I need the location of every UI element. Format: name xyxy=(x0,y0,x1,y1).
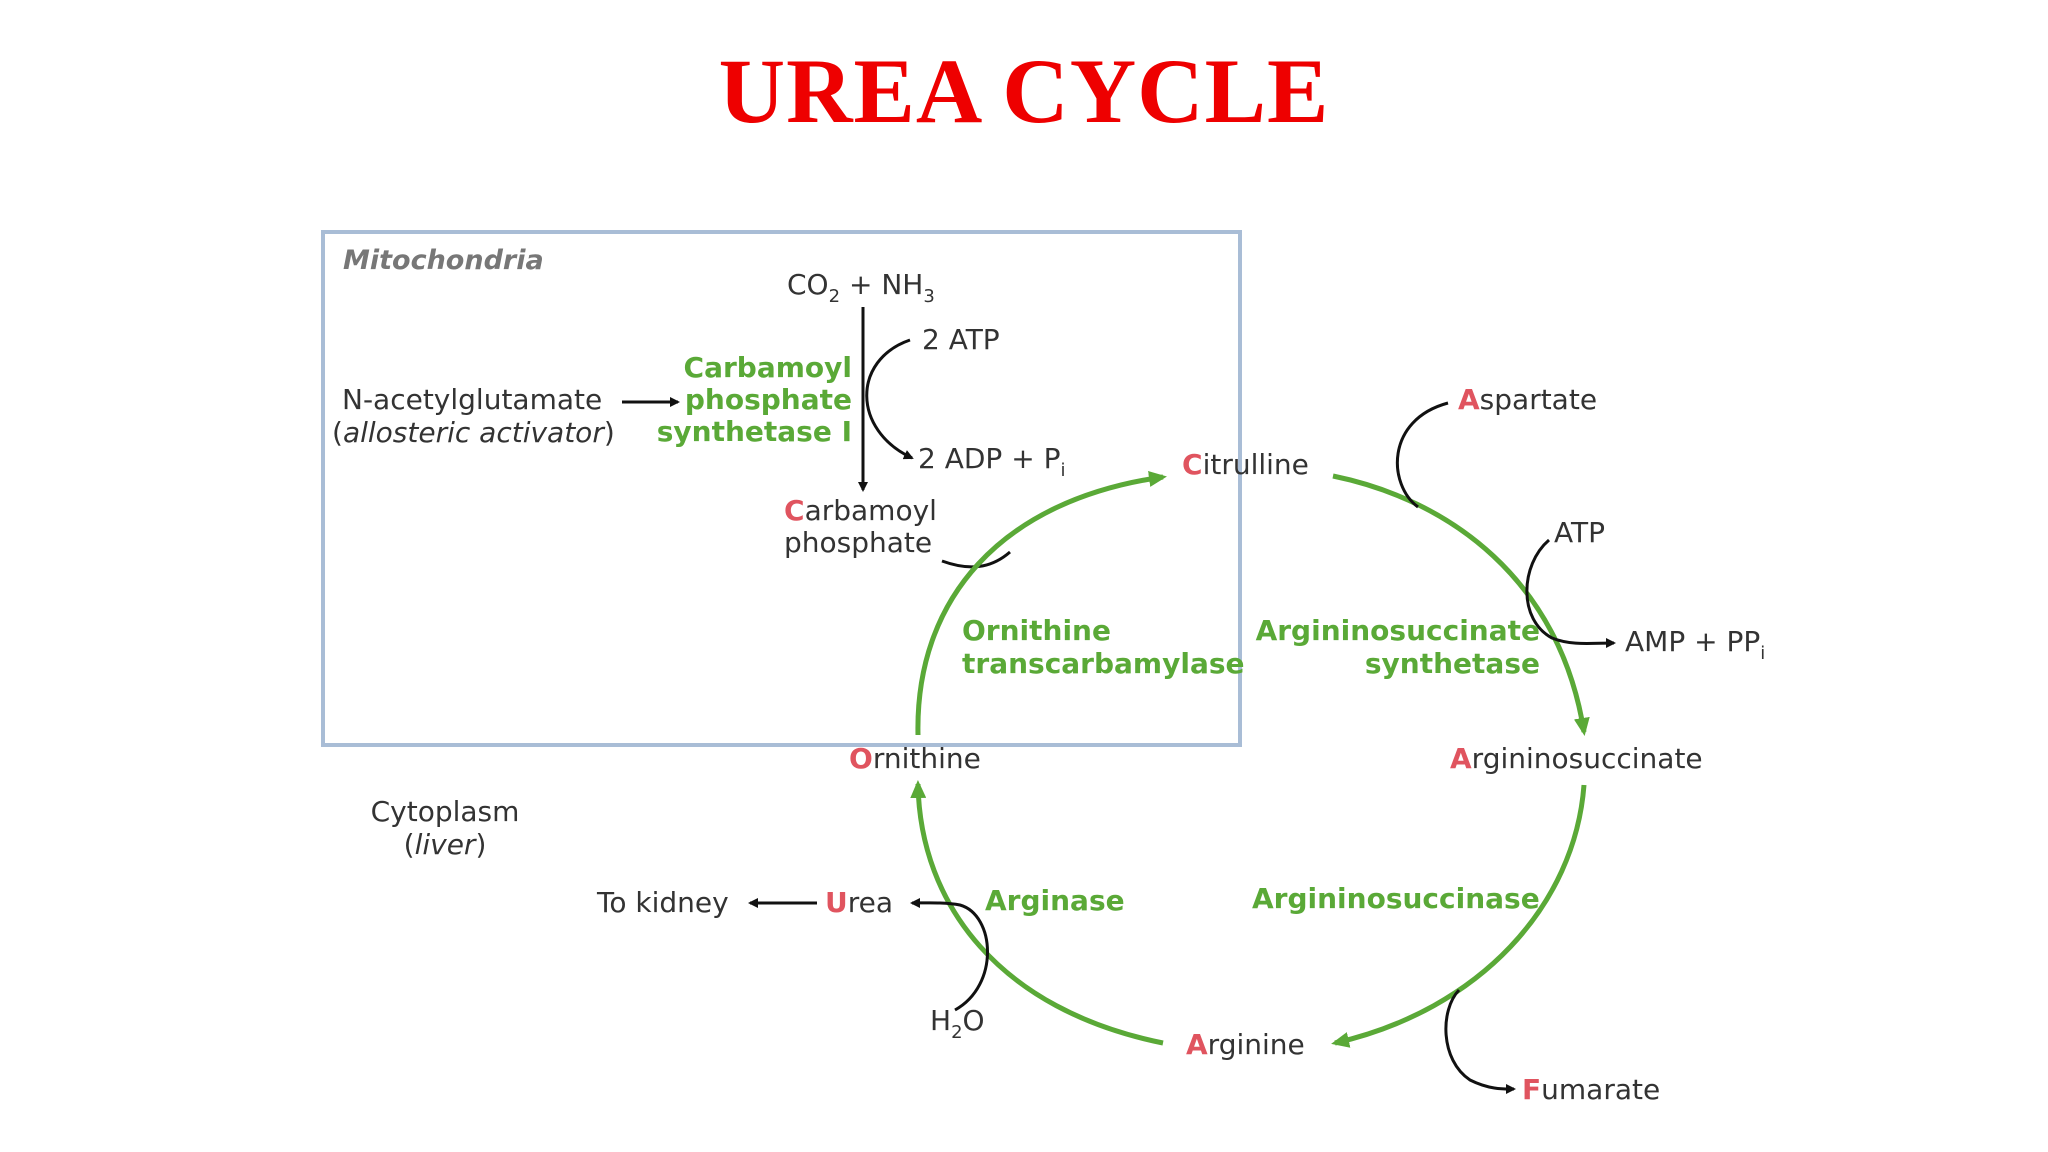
atp-amp-curve-arrow xyxy=(1525,538,1616,649)
otc-enzyme-line1: Ornithine xyxy=(962,614,1111,647)
citrulline-label: Citrulline xyxy=(1182,448,1309,481)
co2-nh3-label: CO2 + NH3 xyxy=(787,268,935,307)
fumarate-exit-arrow xyxy=(1444,988,1516,1095)
cps1-enzyme-line1: Carbamoyl xyxy=(684,351,852,384)
carbamoyl-phosphate-line2: phosphate xyxy=(784,526,932,559)
ass-enzyme-line2: synthetase xyxy=(1365,647,1540,680)
cycle-arc-asl xyxy=(1331,784,1587,1048)
ornithine-label: Ornithine xyxy=(849,742,981,775)
urea-label: Urea xyxy=(825,886,893,919)
asl-enzyme-label: Argininosuccinase xyxy=(1252,882,1540,915)
h2o-label: H2O xyxy=(930,1004,985,1043)
cytoplasm-label: Cytoplasm xyxy=(371,795,520,828)
cps1-enzyme-line2: phosphate xyxy=(685,383,852,416)
carbamoyl-entry-curve xyxy=(941,550,1011,569)
activator-name: N-acetylglutamate xyxy=(342,383,602,416)
argininosuccinate-label: Argininosuccinate xyxy=(1450,742,1703,775)
page-title: UREA CYCLE xyxy=(718,40,1330,142)
amp-label: AMP + PPi xyxy=(1625,625,1765,664)
fumarate-label: Fumarate xyxy=(1522,1073,1660,1106)
carbamoyl-phosphate-line1: Carbamoyl xyxy=(784,494,937,527)
ass-enzyme-line1: Argininosuccinate xyxy=(1256,614,1540,647)
cytoplasm-note: (liver) xyxy=(404,828,487,861)
arginase-enzyme-label: Arginase xyxy=(985,884,1125,917)
h2o-urea-curve-arrow xyxy=(910,897,989,1012)
aspartate-entry-curve xyxy=(1396,401,1449,509)
adp-out-label: 2 ADP + Pi xyxy=(918,442,1065,481)
aspartate-label: Aspartate xyxy=(1458,383,1597,416)
atp-label: ATP xyxy=(1554,516,1605,549)
cycle-arc-arginase xyxy=(910,780,1164,1046)
otc-enzyme-line2: transcarbamylase xyxy=(962,647,1245,680)
arginine-label: Arginine xyxy=(1186,1028,1305,1061)
atp-curve-arrow xyxy=(865,338,914,460)
cycle-arc-otc xyxy=(915,471,1167,736)
to-kidney-label: To kidney xyxy=(596,886,729,919)
mitochondria-box xyxy=(321,230,1242,747)
activator-note: (allosteric activator) xyxy=(332,416,615,449)
cps1-enzyme-line3: synthetase I xyxy=(657,415,852,448)
mitochondria-label: Mitochondria xyxy=(343,245,544,276)
atp-in-label: 2 ATP xyxy=(922,323,1000,356)
cycle-arc-ass xyxy=(1332,473,1590,736)
